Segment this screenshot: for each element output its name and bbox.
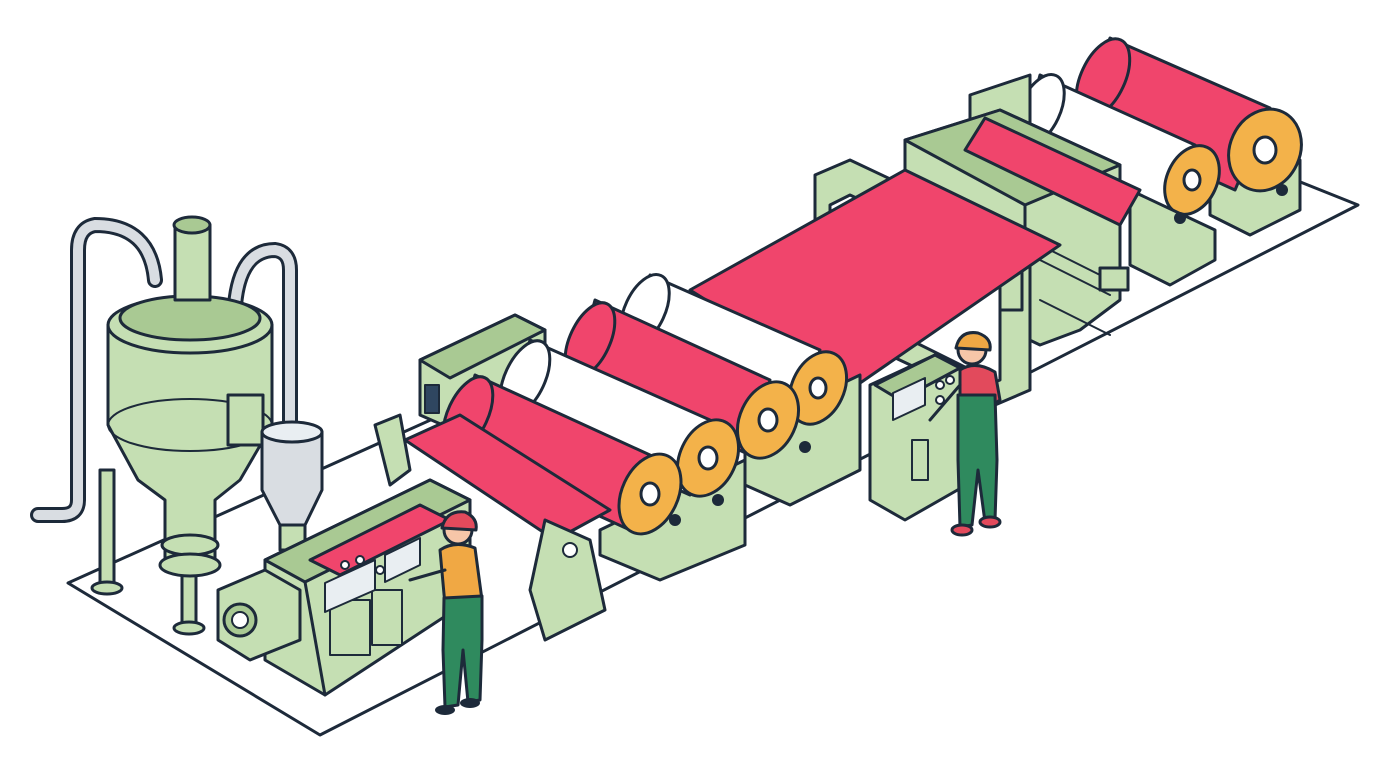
cyclone-silo-icon bbox=[30, 215, 298, 636]
extruder-icon bbox=[216, 478, 472, 697]
fabric-roll-icon bbox=[563, 298, 800, 460]
worker-icon bbox=[928, 331, 1002, 537]
worker-icon bbox=[408, 510, 484, 715]
front-rollers bbox=[373, 313, 747, 642]
windup-section bbox=[1014, 36, 1303, 287]
fabric-sheet bbox=[403, 413, 612, 542]
fabric-roll-icon bbox=[1014, 73, 1221, 222]
fabric-roll-icon bbox=[1074, 36, 1303, 193]
fabric-roll-icon bbox=[441, 373, 683, 536]
hopper bbox=[260, 420, 324, 552]
